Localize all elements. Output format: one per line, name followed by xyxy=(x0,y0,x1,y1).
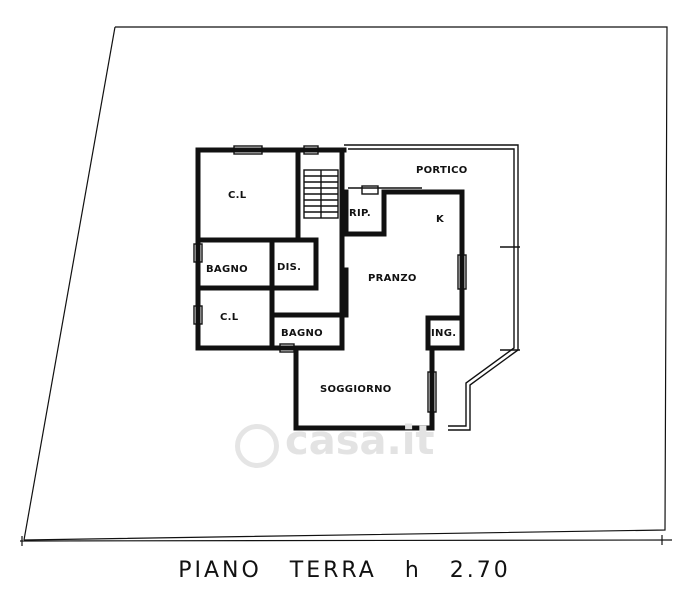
room-label-soggiorno: SOGGIORNO xyxy=(320,384,392,395)
watermark: casa.it xyxy=(235,418,475,468)
room-label-pranzo: PRANZO xyxy=(368,273,417,284)
windows xyxy=(193,145,467,413)
room-label-ing: ING. xyxy=(431,328,456,339)
room-label-bagno-2: BAGNO xyxy=(281,328,323,339)
room-label-bagno-1: BAGNO xyxy=(206,264,248,275)
floor-caption: PIANO TERRA h 2.70 xyxy=(178,558,511,583)
room-label-rip: RIP. xyxy=(349,208,371,219)
room-label-dis: DIS. xyxy=(277,262,301,273)
house-circle-icon xyxy=(235,424,279,468)
room-label-k: K xyxy=(436,214,445,225)
plot-boundary xyxy=(19,26,673,546)
room-label-cl-top: C.L xyxy=(228,190,247,201)
room-label-cl-bottom: C.L xyxy=(220,312,239,323)
room-label-portico: PORTICO xyxy=(416,165,468,176)
portico-outline xyxy=(344,144,520,431)
staircase xyxy=(303,169,339,219)
watermark-text: casa.it xyxy=(285,418,435,464)
walls xyxy=(195,147,465,431)
